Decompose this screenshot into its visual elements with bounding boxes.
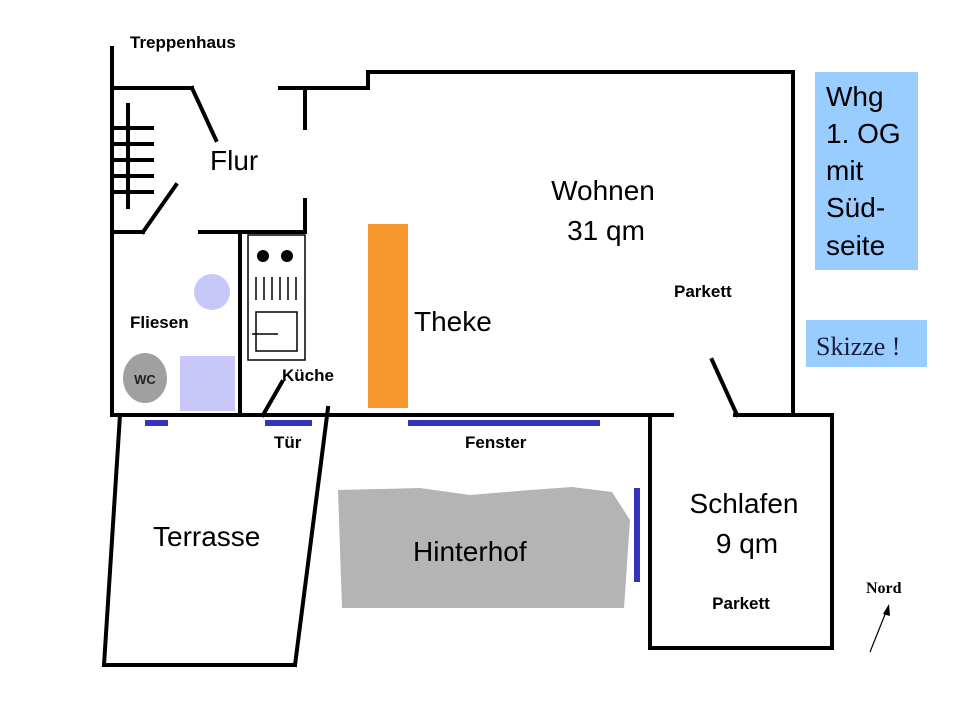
info-box — [815, 72, 918, 270]
sketch-note-box — [806, 320, 927, 367]
courtyard-area — [338, 487, 630, 608]
kitchen-label: Küche — [282, 366, 334, 385]
info-line: Whg — [826, 81, 884, 112]
bedroom-floor-label: Parkett — [712, 594, 770, 613]
info-line: Süd- — [826, 192, 885, 223]
stairwell-label: Treppenhaus — [130, 33, 236, 52]
living-room-label: Wohnen — [551, 175, 655, 206]
north-arrow-icon — [869, 604, 890, 653]
walls — [101, 46, 834, 668]
shower-icon — [180, 356, 235, 411]
info-line: mit — [826, 155, 864, 186]
sketch-note: Skizze ! — [816, 332, 900, 361]
courtyard-label: Hinterhof — [413, 536, 527, 567]
north-label: Nord — [866, 580, 902, 597]
hall-label: Flur — [210, 145, 258, 176]
stairs-icon — [110, 103, 154, 209]
counter — [368, 224, 408, 408]
info-line: 1. OG — [826, 118, 901, 149]
bedroom-area: 9 qm — [716, 528, 778, 559]
bedroom-label: Schlafen — [690, 488, 799, 519]
wc-icon — [123, 353, 167, 403]
stove-icon — [247, 234, 306, 361]
bath-floor-label: Fliesen — [130, 313, 189, 332]
door-label: Tür — [274, 433, 302, 452]
living-floor-label: Parkett — [674, 282, 732, 301]
living-room-area: 31 qm — [567, 215, 645, 246]
counter-label: Theke — [414, 306, 492, 337]
sink-icon — [194, 274, 230, 310]
terrace-label: Terrasse — [153, 521, 260, 552]
info-box-text: Whg 1. OG mit Süd- seite — [826, 81, 901, 261]
window-label: Fenster — [465, 433, 527, 452]
wc-label: WC — [134, 372, 156, 387]
windows — [145, 420, 640, 582]
info-line: seite — [826, 230, 885, 261]
